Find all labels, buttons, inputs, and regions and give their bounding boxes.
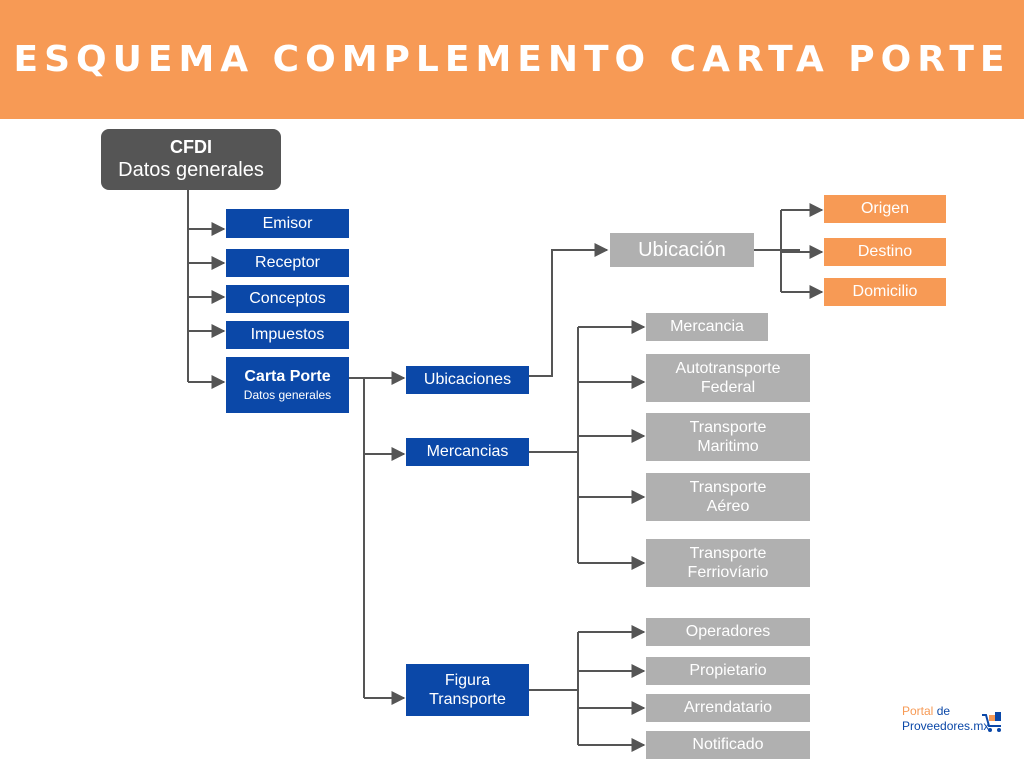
node-propietario-label: Propietario (689, 662, 767, 680)
node-figura-transporte: Figura Transporte (406, 664, 529, 716)
node-aereo-label-2: Aéreo (706, 498, 750, 515)
node-autotransporte-label-2: Federal (700, 379, 756, 396)
node-propietario: Propietario (646, 657, 810, 685)
node-ubicacion-label: Ubicación (638, 239, 726, 261)
logo-line-2: Proveedores.mx (902, 719, 990, 733)
node-impuestos: Impuestos (226, 321, 349, 349)
node-figura-label-2: Transporte (429, 691, 506, 708)
node-transporte-aereo: Transporte Aéreo (646, 473, 810, 521)
node-cfdi-subtitle: Datos generales (118, 159, 264, 182)
node-carta-porte-subtitle: Datos generales (243, 388, 332, 403)
logo-word-portal: Portal (902, 704, 934, 718)
node-conceptos: Conceptos (226, 285, 349, 313)
node-conceptos-label: Conceptos (249, 290, 326, 308)
node-carta-porte: Carta Porte Datos generales (226, 357, 349, 413)
node-notificado: Notificado (646, 731, 810, 759)
node-receptor: Receptor (226, 249, 349, 277)
node-maritimo-label-2: Maritimo (697, 438, 759, 455)
node-domicilio: Domicilio (824, 278, 946, 306)
node-arrendatario: Arrendatario (646, 694, 810, 722)
node-autotransporte-label-1: Autotransporte (675, 359, 781, 377)
logo-line-1: Portal de (902, 704, 950, 718)
node-arrendatario-label: Arrendatario (683, 699, 773, 717)
logo-word-de: de (933, 704, 951, 718)
node-figura-label-1: Figura (444, 671, 491, 689)
node-operadores: Operadores (646, 618, 810, 646)
node-destino-label: Destino (857, 243, 913, 261)
node-maritimo-label-1: Transporte (689, 418, 767, 436)
node-destino: Destino (824, 238, 946, 266)
node-ferroviario-label-2: Ferriovíario (687, 564, 769, 581)
node-ferroviario-label-1: Transporte (689, 544, 767, 562)
node-receptor-label: Receptor (255, 254, 320, 272)
node-mercancias-label: Mercancias (426, 443, 509, 461)
node-transporte-ferroviario: Transporte Ferriovíario (646, 539, 810, 587)
node-mercancias: Mercancias (406, 438, 529, 466)
node-ubicaciones: Ubicaciones (406, 366, 529, 394)
node-cfdi: CFDI Datos generales (101, 129, 281, 190)
header-banner: ESQUEMA COMPLEMENTO CARTA PORTE (0, 0, 1024, 119)
node-domicilio-label: Domicilio (852, 283, 918, 301)
node-aereo-label-1: Transporte (689, 478, 767, 496)
node-mercancia-label: Mercancia (670, 318, 744, 336)
node-operadores-label: Operadores (685, 623, 771, 641)
node-impuestos-label: Impuestos (250, 326, 325, 344)
node-mercancia: Mercancia (646, 313, 768, 341)
node-carta-porte-title: Carta Porte (244, 368, 331, 386)
node-origen: Origen (824, 195, 946, 223)
node-transporte-maritimo: Transporte Maritimo (646, 413, 810, 461)
node-emisor: Emisor (226, 209, 349, 238)
node-cfdi-title: CFDI (170, 136, 212, 157)
node-ubicacion: Ubicación (610, 233, 754, 267)
node-ubicaciones-label: Ubicaciones (423, 371, 512, 389)
node-autotransporte-federal: Autotransporte Federal (646, 354, 810, 402)
node-emisor-label: Emisor (262, 214, 313, 232)
node-notificado-label: Notificado (692, 736, 764, 754)
cart-icon (982, 712, 1001, 732)
node-origen-label: Origen (860, 200, 910, 218)
page-title: ESQUEMA COMPLEMENTO CARTA PORTE (13, 39, 1011, 80)
portal-proveedores-logo: Portal de Proveedores.mx (900, 703, 1010, 743)
